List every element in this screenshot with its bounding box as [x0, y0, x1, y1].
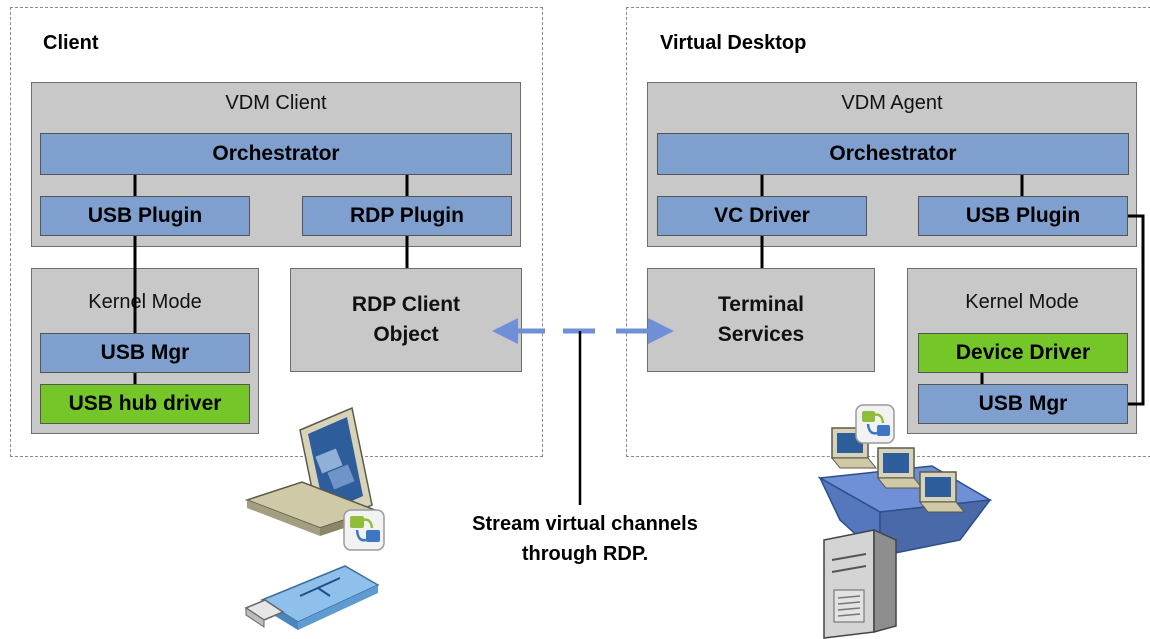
vmware-icon: [343, 509, 385, 551]
server-vmware-icon: [855, 404, 895, 444]
laptop-icon: [244, 406, 378, 536]
virtual-desktop-title: Virtual Desktop: [660, 32, 807, 54]
server-icon: [817, 465, 993, 639]
agent-usb-plugin: USB Plugin: [918, 196, 1128, 236]
stream-caption: Stream virtual channels through RDP.: [420, 509, 750, 569]
vdm-agent-title: VDM Agent: [841, 92, 943, 114]
rdp-client-object-line2: Object: [373, 323, 439, 346]
client-rdp-plugin: RDP Plugin: [302, 196, 512, 236]
usb-drive-icon: [244, 565, 380, 630]
agent-orchestrator: Orchestrator: [657, 133, 1129, 175]
desktop-icons: [830, 427, 966, 513]
client-kernel-title: Kernel Mode: [88, 291, 202, 313]
vdm-client-title: VDM Client: [225, 92, 327, 114]
stream-caption-line2: through RDP.: [521, 543, 649, 565]
terminal-services: Terminal Services: [647, 268, 875, 372]
rdp-client-object: RDP Client Object: [290, 268, 522, 372]
terminal-services-line2: Services: [717, 323, 805, 346]
agent-kernel-title: Kernel Mode: [965, 291, 1079, 313]
vc-driver: VC Driver: [657, 196, 867, 236]
device-driver: Device Driver: [918, 333, 1128, 373]
client-zone: [10, 7, 543, 457]
rdp-client-object-line1: RDP Client: [351, 293, 461, 316]
rdp-stream-arrow: [492, 318, 674, 344]
client-title: Client: [43, 32, 99, 54]
client-usb-mgr: USB Mgr: [40, 333, 250, 373]
client-usb-hub-driver: USB hub driver: [40, 384, 250, 424]
client-orchestrator: Orchestrator: [40, 133, 512, 175]
terminal-services-line1: Terminal: [718, 293, 804, 316]
client-usb-plugin: USB Plugin: [40, 196, 250, 236]
agent-usb-plugin-mgr-link: [1128, 214, 1145, 406]
agent-usb-mgr: USB Mgr: [918, 384, 1128, 424]
stream-caption-line1: Stream virtual channels: [472, 513, 698, 535]
